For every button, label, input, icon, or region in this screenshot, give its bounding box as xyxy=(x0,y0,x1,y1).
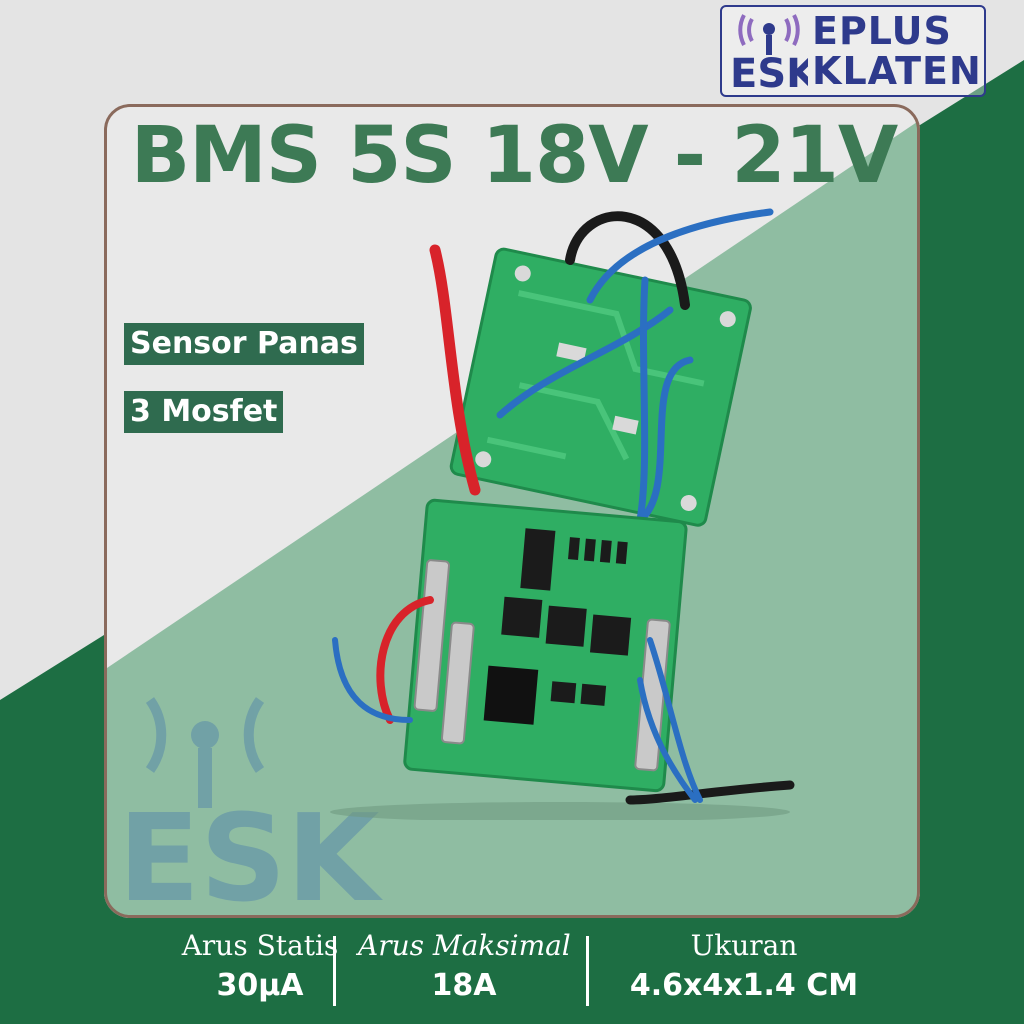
spec-size: Ukuran 4.6x4x1.4 CM xyxy=(604,928,884,1008)
antenna-icon: ESK xyxy=(730,14,808,93)
spec-static-current-value: 30μA xyxy=(216,968,304,1003)
spec-max-current-value: 18A xyxy=(431,968,497,1003)
feature-tag-mosfet: 3 Mosfet xyxy=(124,391,284,433)
product-title: BMS 5S 18V - 21V xyxy=(130,111,899,201)
brand-line2: KLATEN xyxy=(812,49,982,93)
spec-divider xyxy=(586,936,589,1006)
spec-size-label: Ukuran xyxy=(690,929,798,962)
brand-line1: EPLUS xyxy=(812,9,952,53)
product-photo-bms-boards xyxy=(330,208,795,820)
spec-static-current: Arus Statis 30μA xyxy=(160,928,360,1008)
spec-static-current-label: Arus Statis xyxy=(181,929,339,962)
svg-text:ESK: ESK xyxy=(730,51,808,93)
spec-divider xyxy=(333,936,336,1006)
brand-logo: ESK EPLUS KLATEN xyxy=(720,5,986,97)
pcb-top-board xyxy=(449,247,752,527)
spec-size-value: 4.6x4x1.4 CM xyxy=(629,968,859,1003)
pcb-bottom-board xyxy=(403,498,688,793)
feature-tag-sensor: Sensor Panas xyxy=(124,323,364,365)
product-card xyxy=(104,104,920,918)
spec-max-current: Arus Maksimal 18A xyxy=(358,928,571,1008)
spec-max-current-label: Arus Maksimal xyxy=(358,929,571,962)
